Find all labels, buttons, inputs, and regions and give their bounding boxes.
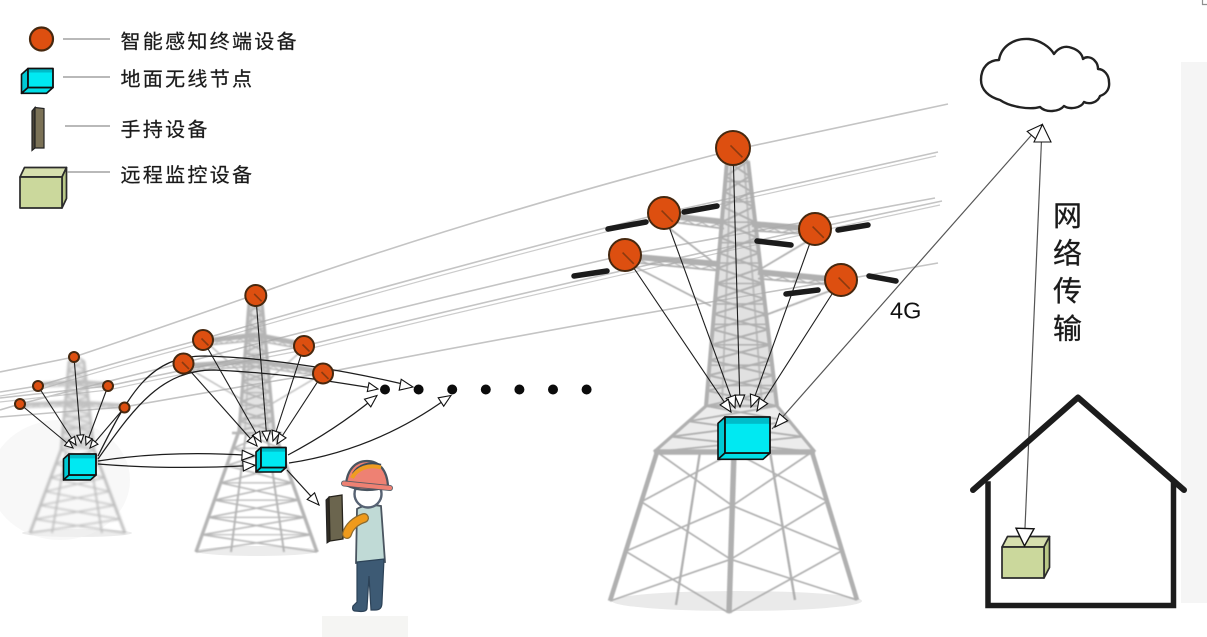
svg-text:4G: 4G — [890, 298, 921, 324]
